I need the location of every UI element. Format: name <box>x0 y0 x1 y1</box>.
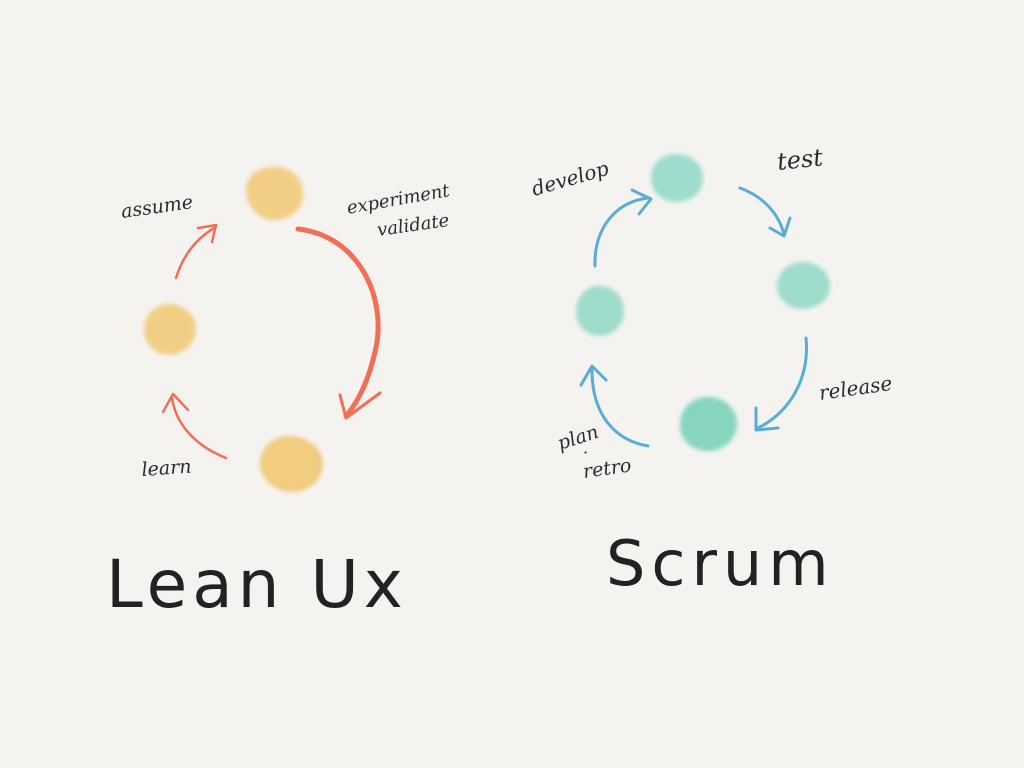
scrum-cycle: develop test release plan · retro Scrum <box>529 143 894 600</box>
scrum-arrow-develop <box>593 196 650 268</box>
scrum-blob-bottom <box>679 396 738 452</box>
lean-label-learn: learn <box>141 456 192 481</box>
lean-arrow-assume-head <box>196 223 218 244</box>
scrum-label-test: test <box>776 143 825 176</box>
scrum-arrow-plan-head <box>579 364 608 387</box>
lean-arrow-learn <box>170 396 228 460</box>
scrum-label-retro: retro <box>582 454 633 483</box>
scrum-label-release: release <box>817 371 893 405</box>
lean-blob-bottom <box>259 435 323 492</box>
lean-arrow-experiment-head <box>338 391 382 420</box>
lean-blob-top <box>246 166 304 221</box>
lean-arrow-learn-head <box>161 392 190 414</box>
lean-label-assume: assume <box>120 191 195 223</box>
scrum-blob-right <box>776 261 831 309</box>
scrum-arrow-test-head <box>768 216 792 238</box>
scrum-arrow-release <box>756 336 809 430</box>
scrum-label-plan-dot: · <box>583 443 588 462</box>
scrum-arrow-develop-head <box>630 188 653 216</box>
scrum-arrow-plan <box>590 368 650 448</box>
scrum-arrow-test <box>738 186 786 236</box>
lean-arrow-assume <box>174 226 216 280</box>
scrum-arrow-release-head <box>754 406 780 432</box>
scrum-blob-top <box>651 153 704 202</box>
scrum-label-plan: plan <box>555 421 602 455</box>
lean-ux-cycle: assume experiment validate learn Lean Ux <box>106 166 452 623</box>
scrum-title: Scrum <box>606 527 835 600</box>
lean-ux-title: Lean Ux <box>106 546 408 623</box>
scrum-label-develop: develop <box>529 156 612 201</box>
lean-blob-left <box>143 304 197 355</box>
lean-arrow-experiment <box>295 226 381 419</box>
lean-label-validate: validate <box>376 210 451 241</box>
scrum-blob-left <box>575 285 625 337</box>
